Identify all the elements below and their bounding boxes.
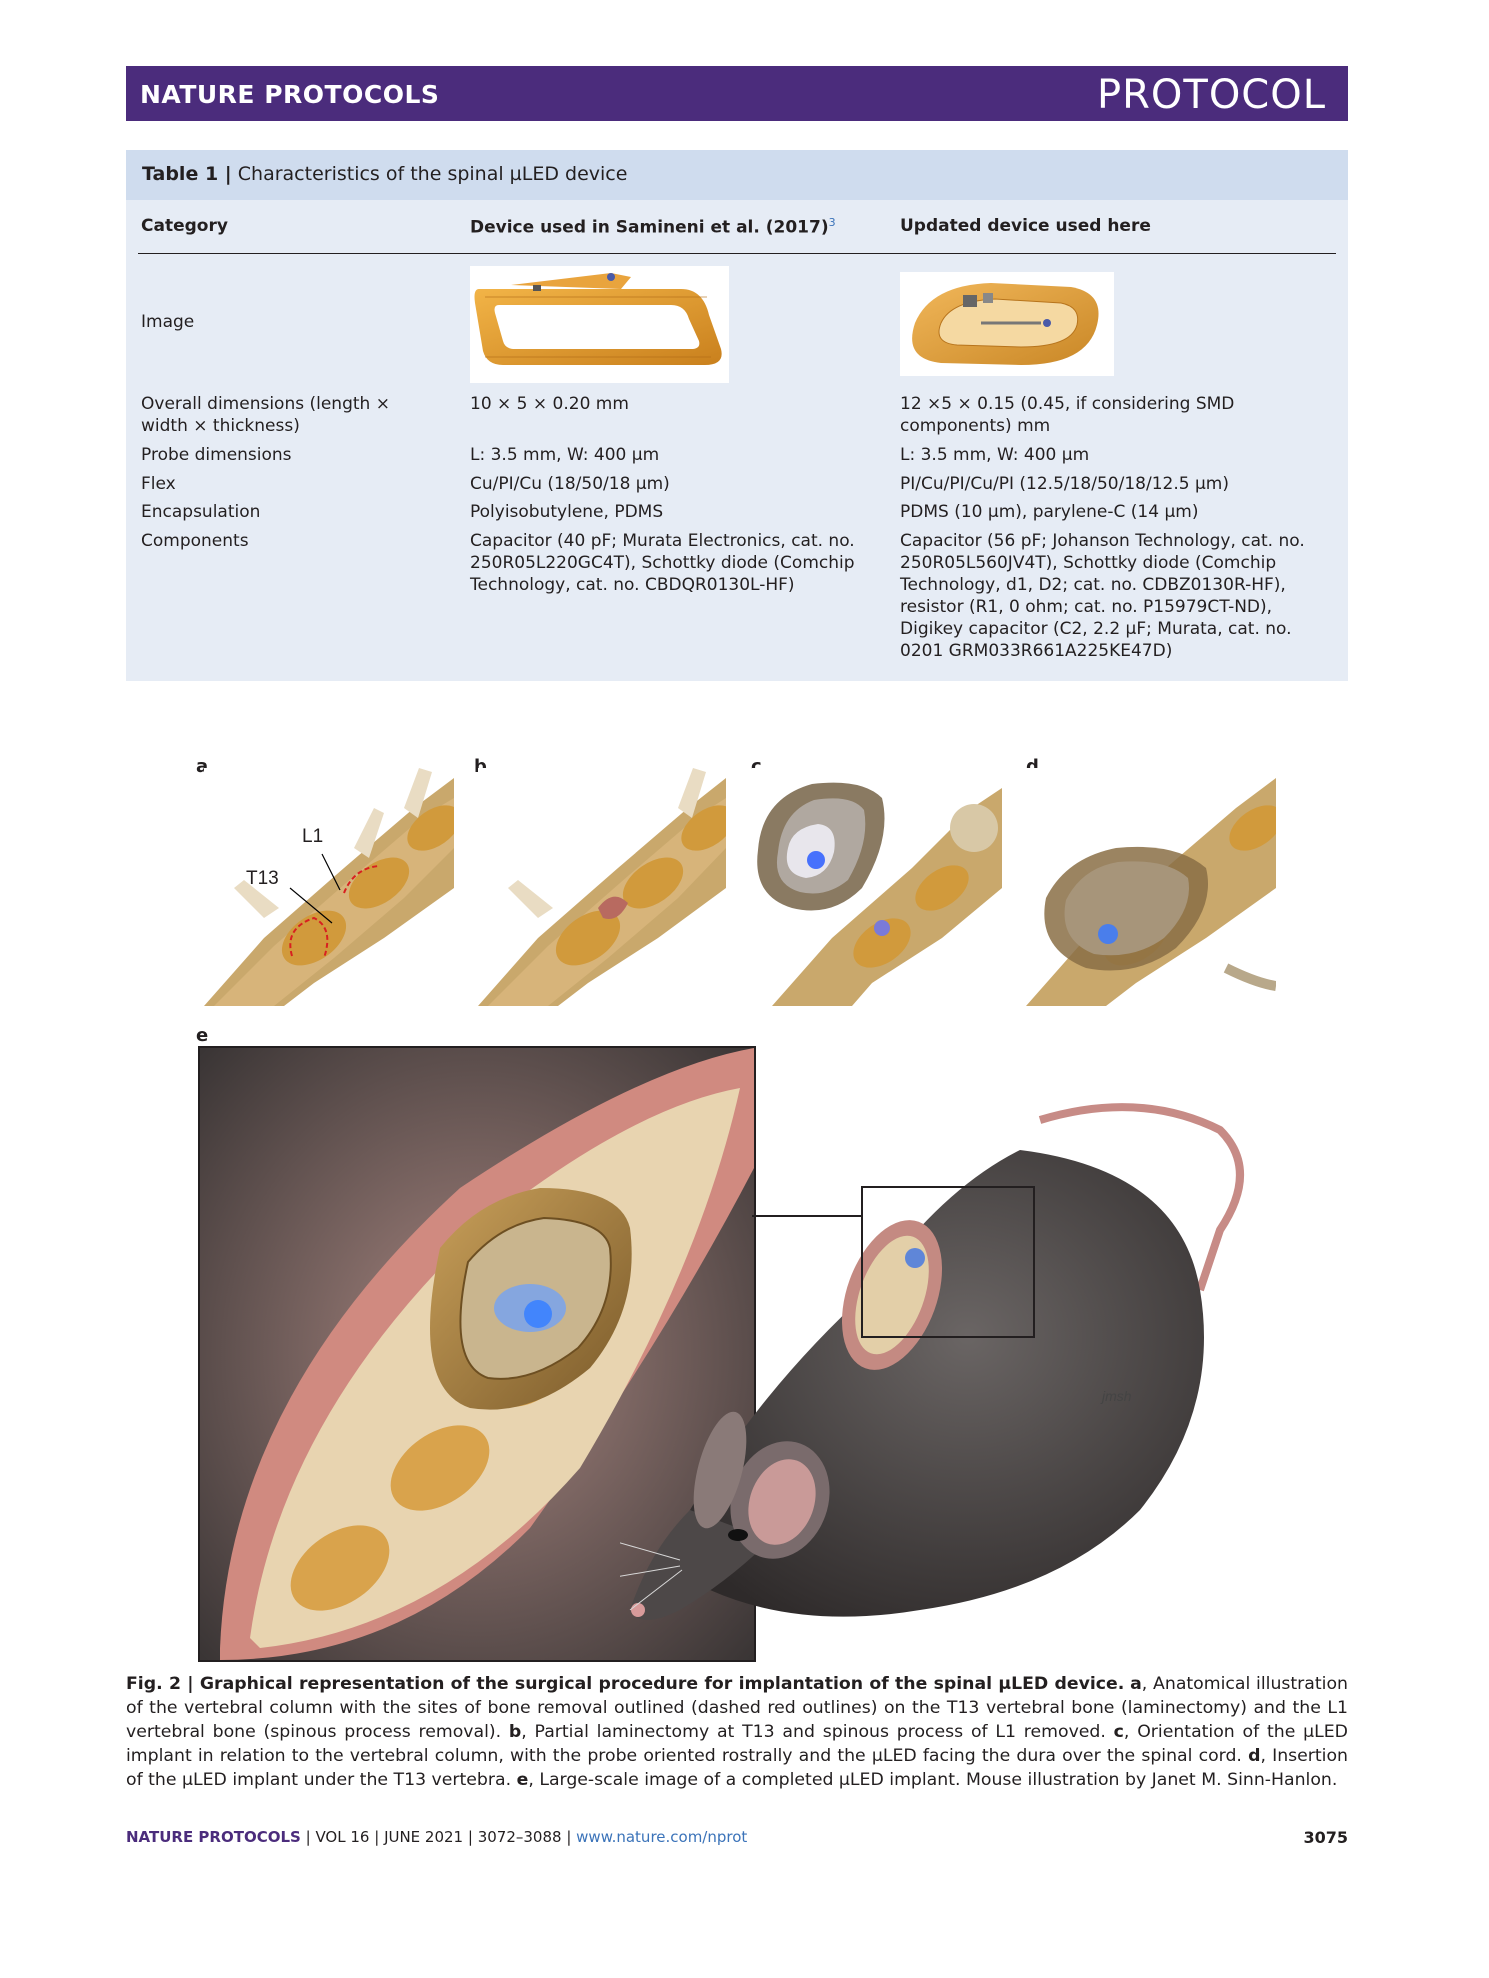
panel-a-vertebrae-illustration	[204, 768, 454, 1006]
footer-volume: VOL 16	[315, 1828, 370, 1846]
row-encapsulation-category: Encapsulation	[141, 502, 261, 522]
column-header-new-device: Updated device used here	[900, 216, 1151, 236]
row-probe-new: L: 3.5 mm, W: 400 µm	[900, 445, 1090, 465]
row-encapsulation-old: Polyisobutylene, PDMS	[470, 502, 664, 522]
panel-d-implant-insertion-illustration	[1026, 768, 1276, 1006]
row-probe-old: L: 3.5 mm, W: 400 µm	[470, 445, 660, 465]
label-l1: L1	[302, 826, 324, 847]
footer-pages: 3072–3088	[477, 1828, 562, 1846]
table-1: Table 1 | Characteristics of the spinal …	[126, 150, 1348, 681]
figure-title: Graphical representation of the surgical…	[193, 1674, 1125, 1694]
journal-banner: NATURE PROTOCOLS PROTOCOL	[126, 66, 1348, 121]
row-dimensions-new: 12 ×5 × 0.15 (0.45, if considering SMD c…	[900, 394, 1235, 436]
table-caption: Table 1 | Characteristics of the spinal …	[126, 150, 1348, 200]
row-dimensions-old: 10 × 5 × 0.20 mm	[470, 394, 629, 414]
row-flex-old: Cu/PI/Cu (18/50/18 µm)	[470, 474, 670, 494]
page-number: 3075	[1303, 1828, 1348, 1847]
footer-date: JUNE 2021	[384, 1828, 464, 1846]
label-t13: T13	[246, 868, 279, 889]
panel-c-implant-orientation-illustration	[752, 768, 1002, 1006]
column-header-category: Category	[141, 216, 228, 236]
panel-label-e: e	[196, 1025, 209, 1046]
footer-url-link[interactable]: www.nature.com/nprot	[576, 1828, 748, 1846]
table-header-rule	[138, 253, 1336, 254]
row-components-category: Components	[141, 531, 249, 551]
row-encapsulation-new: PDMS (10 µm), parylene-C (14 µm)	[900, 502, 1199, 522]
figure-caption: Fig. 2 | Graphical representation of the…	[126, 1674, 1348, 1790]
page-footer: NATURE PROTOCOLS | VOL 16 | JUNE 2021 | …	[126, 1828, 1348, 1847]
row-components-new: Capacitor (56 pF; Johanson Technology, c…	[900, 531, 1305, 661]
mouse-inset-box	[861, 1186, 1035, 1338]
row-flex-new: PI/Cu/PI/Cu/PI (12.5/18/50/18/12.5 µm)	[900, 474, 1229, 494]
old-device-image	[470, 266, 729, 383]
illustrator-signature: jmsh	[1102, 1388, 1132, 1404]
inset-connector-line	[752, 1215, 862, 1217]
mouse-illustration	[620, 1090, 1270, 1650]
new-device-image	[900, 272, 1114, 376]
table-title: Characteristics of the spinal µLED devic…	[231, 163, 628, 185]
article-type: PROTOCOL	[1096, 72, 1326, 118]
row-flex-category: Flex	[141, 474, 176, 494]
panel-b-laminectomy-illustration	[478, 768, 726, 1006]
row-dimensions-category: Overall dimensions (length × width × thi…	[141, 394, 390, 436]
row-probe-category: Probe dimensions	[141, 445, 292, 465]
figure-label: Fig. 2 |	[126, 1674, 194, 1694]
row-image-category: Image	[141, 312, 195, 332]
footer-journal: NATURE PROTOCOLS	[126, 1828, 301, 1846]
column-header-old-device: Device used in Samineni et al. (2017)3	[470, 216, 836, 238]
journal-name: NATURE PROTOCOLS	[140, 80, 440, 109]
row-components-old: Capacitor (40 pF; Murata Electronics, ca…	[470, 531, 855, 595]
table-label: Table 1 |	[142, 163, 232, 185]
panel-label-c: c	[751, 756, 762, 777]
